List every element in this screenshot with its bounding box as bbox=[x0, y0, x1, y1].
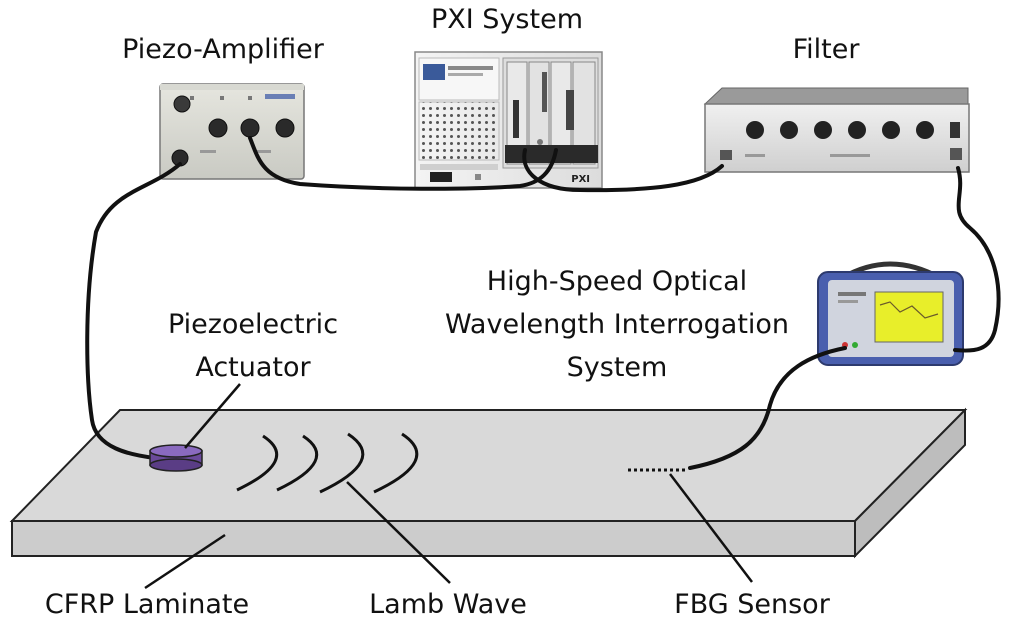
pxi-badge: PXI bbox=[571, 174, 590, 185]
lamb-wave-arc bbox=[373, 432, 419, 494]
piezo-amplifier-device bbox=[159, 83, 305, 180]
filter-device bbox=[703, 87, 970, 173]
label-interrogator-line2: Wavelength Interrogation bbox=[445, 309, 789, 340]
lamb-wave bbox=[236, 432, 419, 494]
pxi-vent-grille bbox=[418, 101, 500, 161]
label-actuator-line1: Piezoelectric bbox=[168, 309, 338, 340]
lamb-wave-arc bbox=[276, 434, 319, 492]
filter-switch bbox=[950, 122, 960, 138]
filter-knob bbox=[882, 121, 900, 139]
label-piezo-amplifier: Piezo-Amplifier bbox=[122, 34, 325, 65]
label-interrogator-line1: High-Speed Optical bbox=[487, 266, 747, 297]
label-lamb-wave: Lamb Wave bbox=[369, 589, 527, 620]
cable-interrogator-to-fbg bbox=[688, 346, 847, 470]
cable-amp-to-actuator bbox=[85, 162, 182, 460]
label-cfrp-laminate: CFRP Laminate bbox=[45, 589, 249, 620]
label-actuator: Piezoelectric Actuator bbox=[168, 309, 338, 383]
leader-lines bbox=[144, 383, 753, 590]
label-interrogator-line3: System bbox=[567, 352, 668, 383]
lamb-wave-arc bbox=[236, 434, 279, 492]
filter-knob bbox=[916, 121, 934, 139]
amp-knob bbox=[208, 118, 228, 138]
leader-cfrp bbox=[144, 533, 226, 590]
label-filter: Filter bbox=[793, 34, 861, 65]
pxi-system-device: PXI bbox=[414, 51, 603, 189]
label-pxi-system: PXI System bbox=[431, 4, 583, 35]
cables bbox=[85, 136, 1001, 470]
lamb-wave-arc bbox=[319, 432, 365, 494]
amp-knob bbox=[275, 118, 295, 138]
leader-lamb-wave bbox=[346, 481, 451, 584]
filter-knob bbox=[848, 121, 866, 139]
cfrp-laminate bbox=[9, 407, 968, 559]
filter-knob bbox=[746, 121, 764, 139]
piezoelectric-actuator bbox=[149, 444, 203, 472]
leader-fbg bbox=[669, 473, 753, 583]
interrogator-screen bbox=[874, 291, 944, 343]
label-interrogator: High-Speed Optical Wavelength Interrogat… bbox=[445, 266, 789, 383]
optical-interrogator-device bbox=[817, 261, 964, 366]
cable-filter-to-interrogator bbox=[953, 166, 1001, 353]
amp-knob bbox=[240, 118, 260, 138]
amp-knob bbox=[173, 95, 191, 113]
cable-pxi-to-filter bbox=[522, 148, 724, 193]
filter-knob bbox=[780, 121, 798, 139]
laminate-side-face bbox=[854, 407, 966, 559]
filter-knob bbox=[814, 121, 832, 139]
leader-actuator bbox=[184, 383, 241, 449]
label-actuator-line2: Actuator bbox=[195, 352, 311, 383]
label-fbg-sensor: FBG Sensor bbox=[674, 589, 831, 620]
